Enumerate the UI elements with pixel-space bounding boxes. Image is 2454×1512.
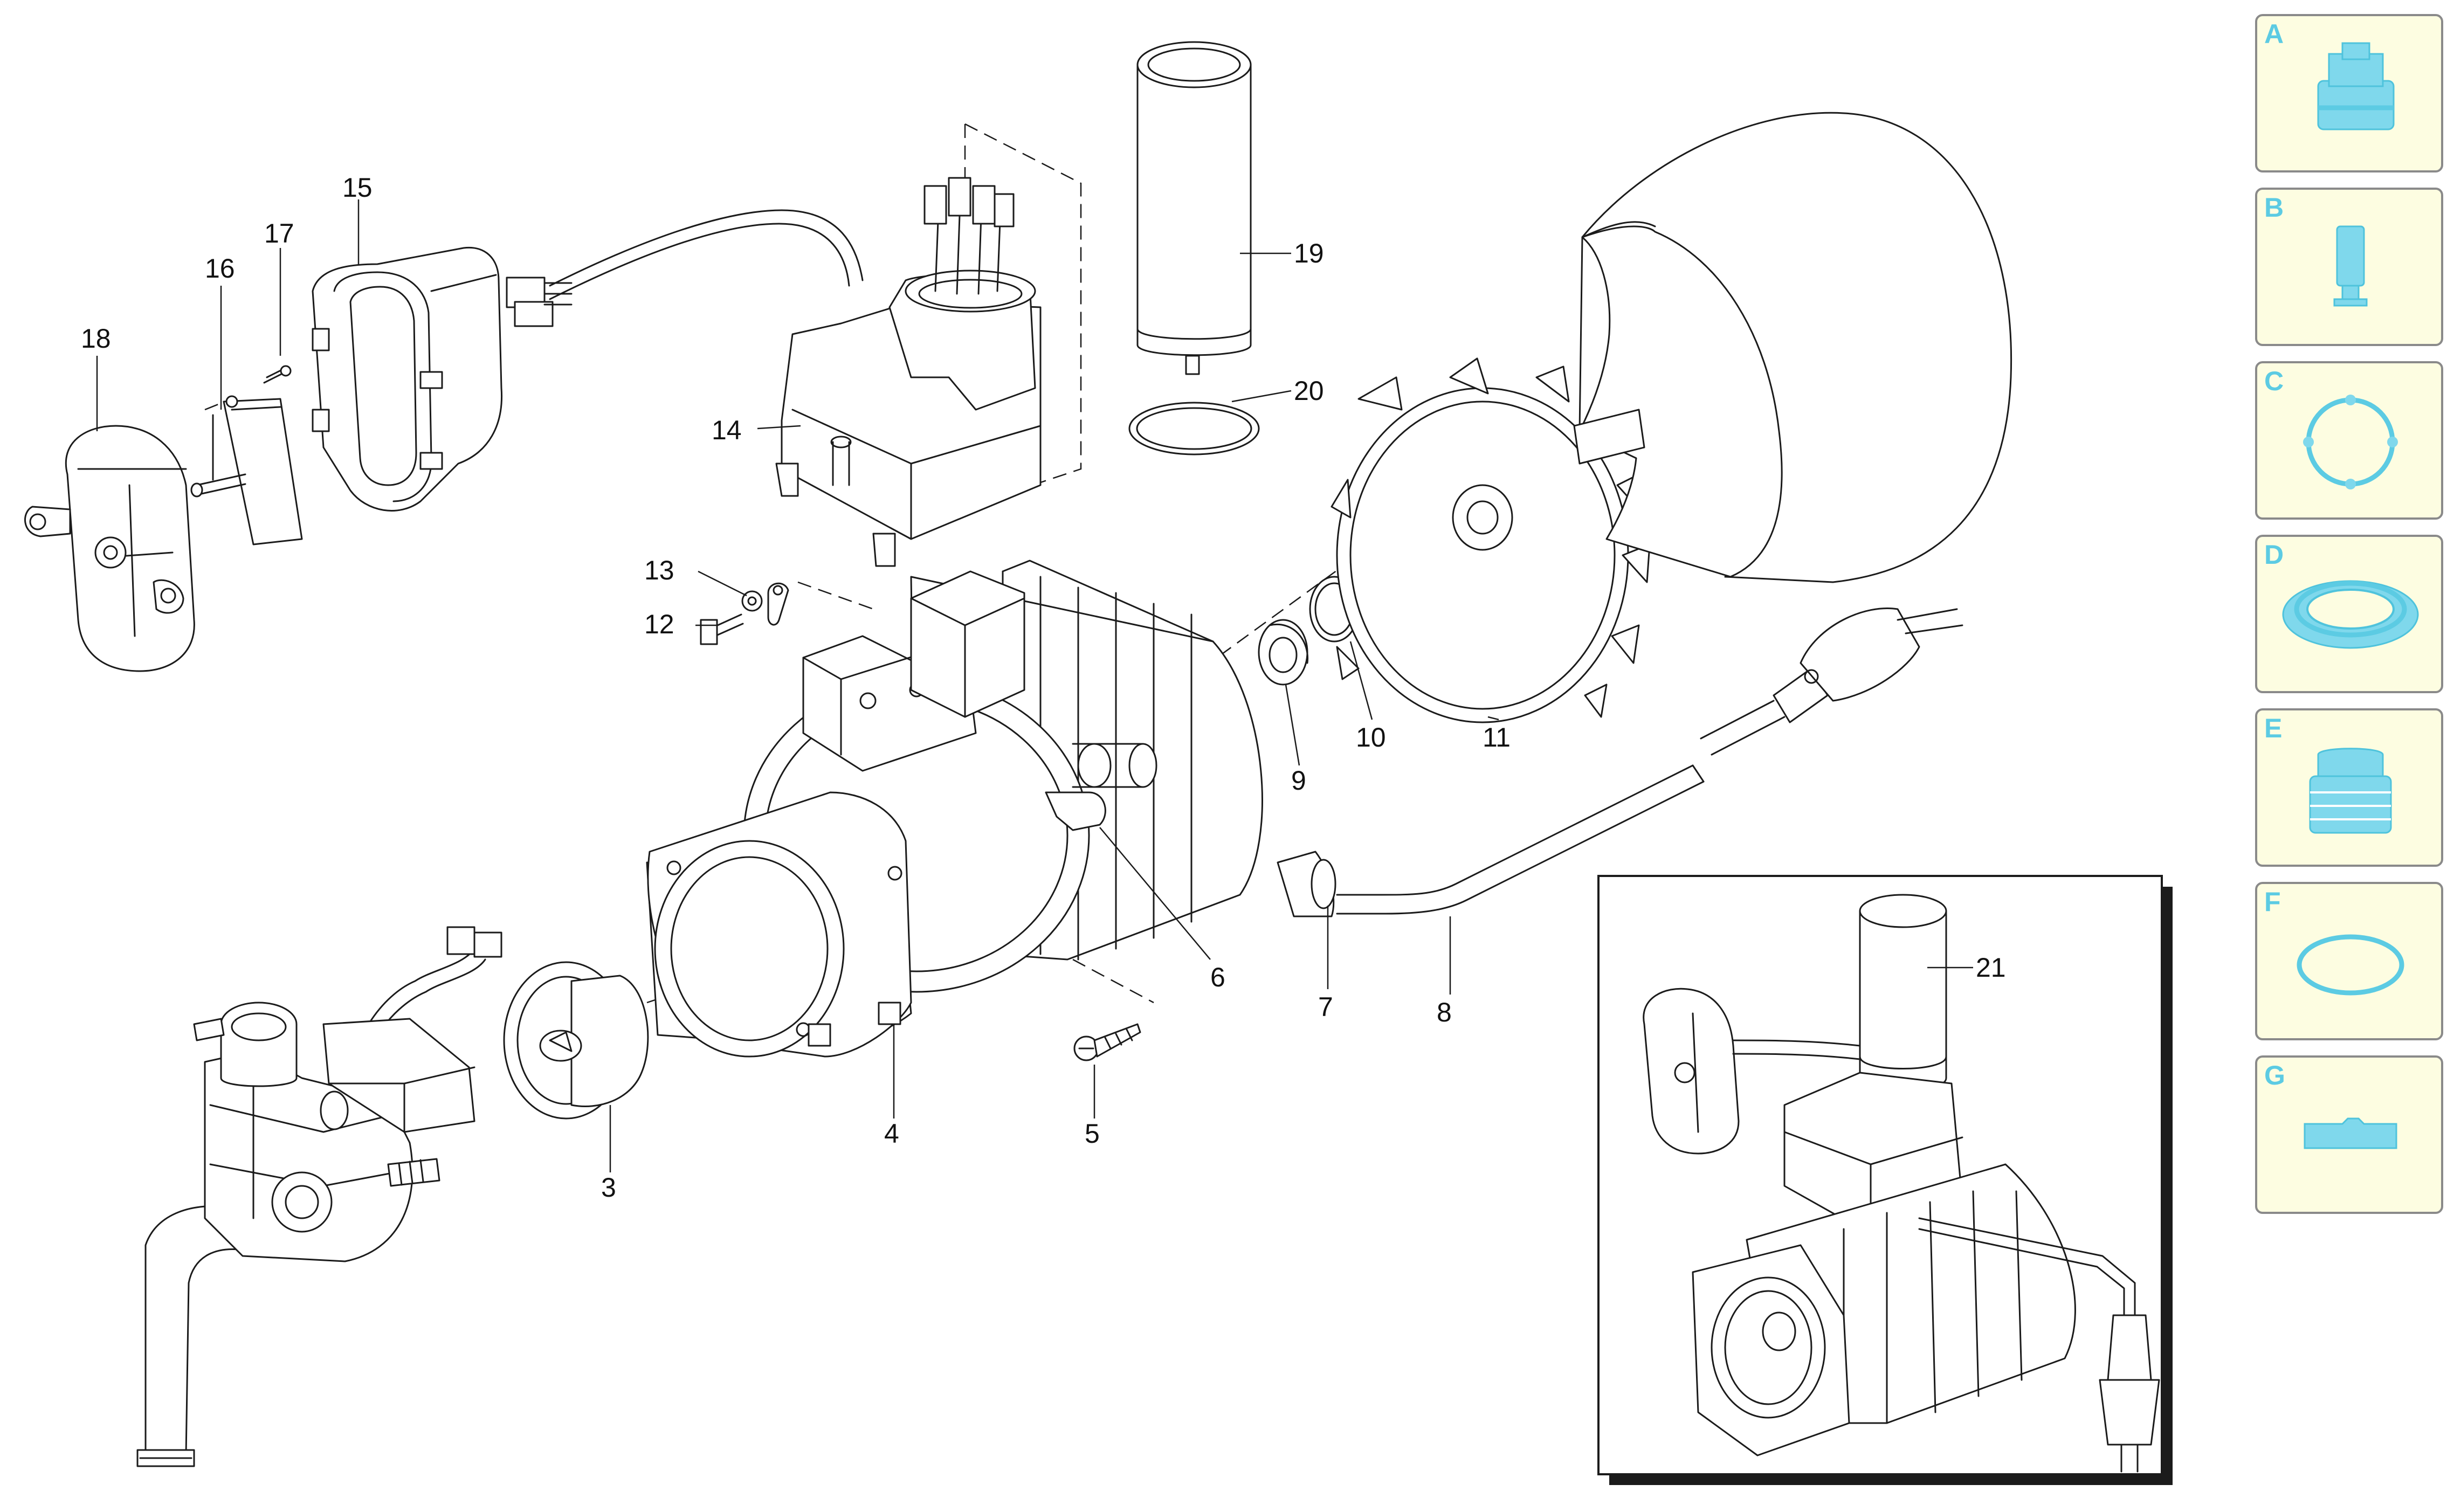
part-end-cap — [24, 425, 195, 672]
valve-body-icon — [2317, 42, 2395, 130]
o-ring-icon — [2297, 934, 2404, 996]
part-cable-clamp — [1045, 743, 1157, 831]
callout-15: 15 — [342, 172, 373, 203]
part-sensor-plate — [190, 395, 303, 546]
inset-assembled-view — [1597, 875, 2173, 1485]
callout-7: 7 — [1318, 992, 1333, 1022]
callout-4: 4 — [884, 1119, 899, 1149]
callout-9: 9 — [1291, 765, 1306, 796]
callout-17: 17 — [264, 218, 294, 248]
callout-3: 3 — [601, 1172, 616, 1203]
bracket-icon — [2304, 1117, 2397, 1149]
part-frame-housing — [312, 246, 503, 512]
callout-12: 12 — [644, 609, 674, 639]
thumbnail-letter-g: G — [2264, 1060, 2285, 1090]
thumbnail-letter-e: E — [2264, 713, 2282, 743]
callout-labels: 3 4 5 6 7 8 9 10 11 12 13 14 15 16 17 18… — [81, 172, 2006, 1203]
thumbnail-f[interactable]: F — [2255, 882, 2443, 1040]
callout-8: 8 — [1437, 997, 1452, 1027]
part-seal-9 — [1258, 619, 1309, 686]
thumbnail-letter-d: D — [2264, 540, 2284, 570]
part-washer-and-screw — [700, 582, 789, 645]
callout-6: 6 — [1210, 962, 1225, 992]
callout-19: 19 — [1294, 238, 1324, 268]
part-connecting-cable — [506, 209, 864, 327]
gasket-ring-icon — [2303, 395, 2398, 489]
part-motor-cover-shell — [1573, 112, 2012, 583]
callout-18: 18 — [81, 323, 111, 354]
callout-16: 16 — [205, 253, 235, 284]
thumbnail-letter-c: C — [2264, 366, 2284, 396]
part-capacitor — [1136, 41, 1252, 375]
part-terminal-box — [775, 177, 1042, 567]
cylinder-part-icon — [2333, 225, 2368, 307]
callout-5: 5 — [1085, 1119, 1100, 1149]
part-pump-valve-assembly — [136, 926, 502, 1467]
part-screw-17 — [263, 365, 292, 384]
callout-14: 14 — [712, 415, 742, 445]
thumbnail-b[interactable]: B — [2255, 188, 2443, 346]
part-capacitor-ring — [1128, 402, 1260, 455]
seal-ring-icon — [2282, 580, 2419, 649]
part-motor-housing — [646, 560, 1263, 1058]
callout-13: 13 — [644, 555, 674, 585]
callout-20: 20 — [1294, 376, 1324, 406]
thumbnail-letter-b: B — [2264, 192, 2284, 223]
thumbnail-g[interactable]: G — [2255, 1055, 2443, 1214]
part-power-cord — [1277, 607, 1963, 917]
parts-kit-thumbnails: A B C — [2255, 14, 2443, 1214]
callout-10: 10 — [1356, 722, 1386, 752]
sleeve-icon — [2309, 748, 2392, 834]
callout-21: 21 — [1976, 952, 2006, 983]
thumbnail-d[interactable]: D — [2255, 535, 2443, 693]
part-screw-5 — [1073, 1023, 1141, 1061]
leader-lines — [96, 199, 1973, 1172]
thumbnail-letter-a: A — [2264, 19, 2284, 49]
thumbnail-letter-f: F — [2264, 887, 2281, 917]
thumbnail-a[interactable]: A — [2255, 14, 2443, 172]
thumbnail-e[interactable]: E — [2255, 708, 2443, 867]
thumbnail-c[interactable]: C — [2255, 361, 2443, 520]
callout-11: 11 — [1483, 722, 1511, 752]
part-impeller-cover — [503, 961, 649, 1120]
